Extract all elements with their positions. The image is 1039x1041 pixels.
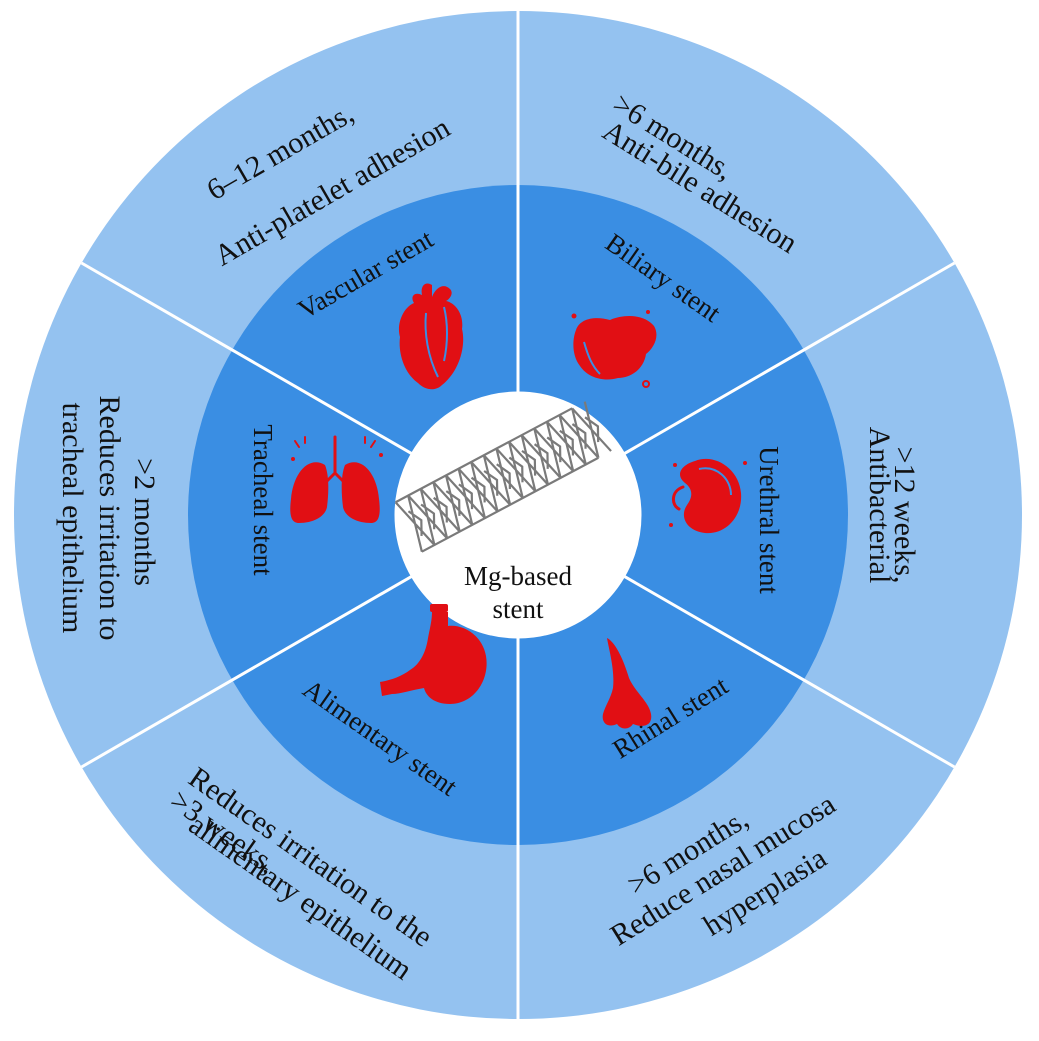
kidney-icon xyxy=(669,458,747,534)
heart-icon xyxy=(398,283,464,390)
nose-icon xyxy=(602,638,652,729)
urethral-function: Antibacterial xyxy=(863,427,896,584)
mesh-stent-icon xyxy=(394,401,612,553)
tracheal-duration: >2 months xyxy=(128,458,161,586)
urethral-stent-label: Urethral stent xyxy=(754,446,784,594)
center-label-line1: Mg-based xyxy=(464,561,572,591)
center-disc xyxy=(394,391,642,639)
lungs-icon xyxy=(290,435,383,523)
stomach-icon xyxy=(380,604,487,704)
liver-icon xyxy=(571,310,657,388)
urethral-duration: >12 weeks, xyxy=(888,447,921,584)
tracheal-function-line2: tracheal epithelium xyxy=(56,403,89,634)
center-label-line2: stent xyxy=(493,594,544,624)
tracheal-stent-label: Tracheal stent xyxy=(248,424,278,576)
tracheal-function: Reduces irritation to xyxy=(93,396,126,641)
